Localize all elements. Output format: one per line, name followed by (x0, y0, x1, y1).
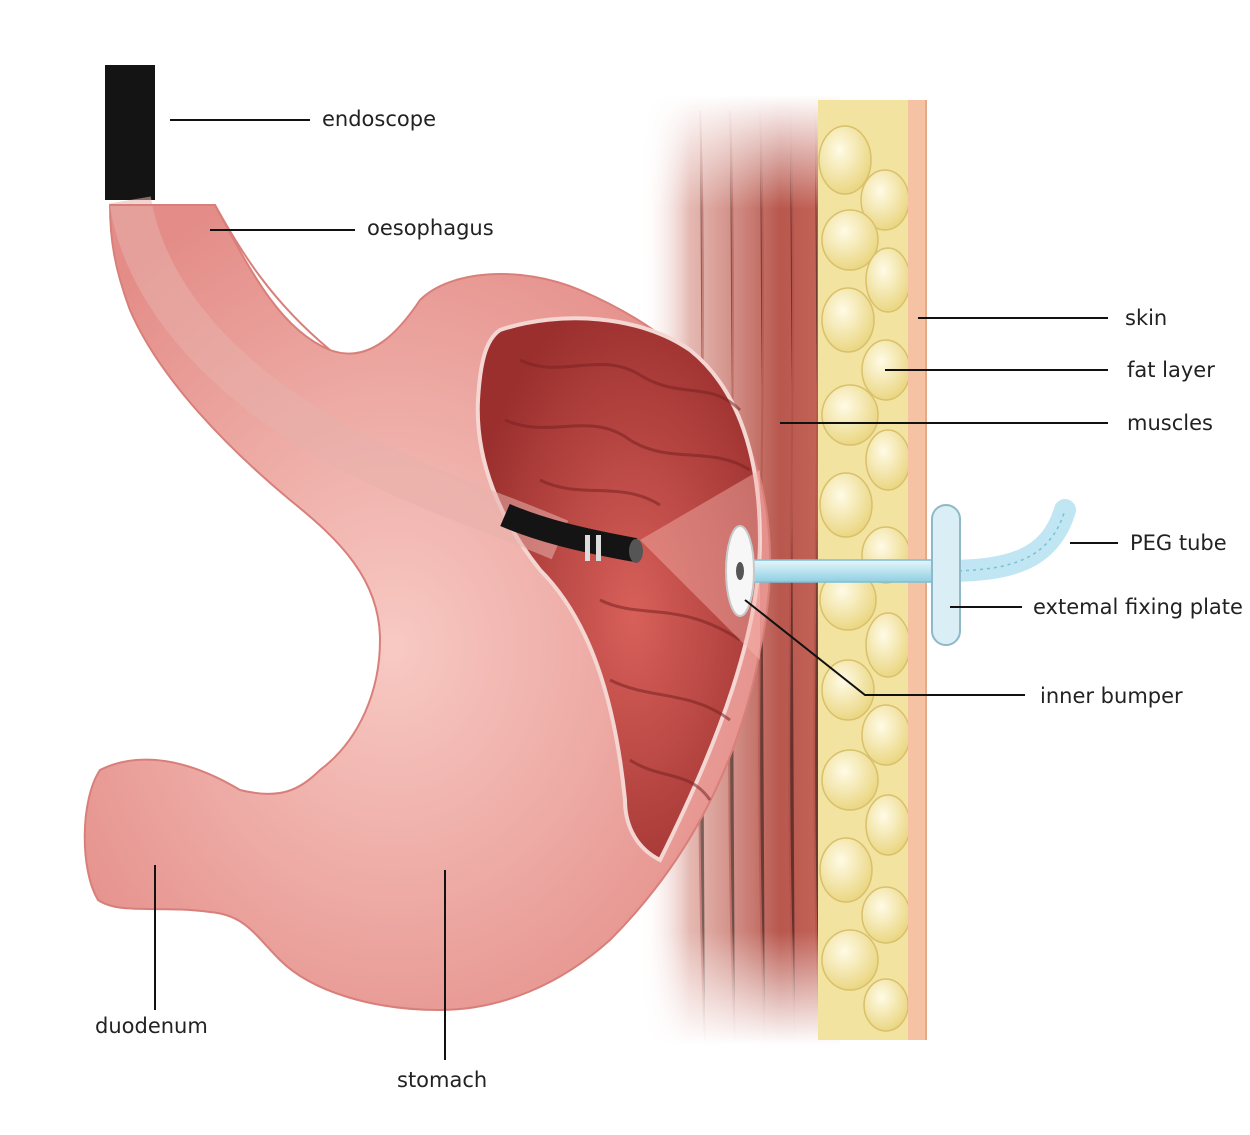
label-inner-bumper: inner bumper (1040, 684, 1183, 708)
label-duodenum: duodenum (95, 1014, 208, 1038)
label-endoscope: endoscope (322, 107, 436, 131)
inner-bumper (726, 526, 754, 616)
label-stomach: stomach (397, 1068, 487, 1092)
label-oesophagus: oesophagus (367, 216, 494, 240)
external-fixing-plate (932, 505, 960, 645)
label-skin: skin (1125, 306, 1167, 330)
label-fat-layer: fat layer (1127, 358, 1215, 382)
label-peg-tube: PEG tube (1130, 531, 1227, 555)
label-external-fixing-plate: extemal fixing plate (1033, 595, 1243, 619)
label-muscles: muscles (1127, 411, 1213, 435)
